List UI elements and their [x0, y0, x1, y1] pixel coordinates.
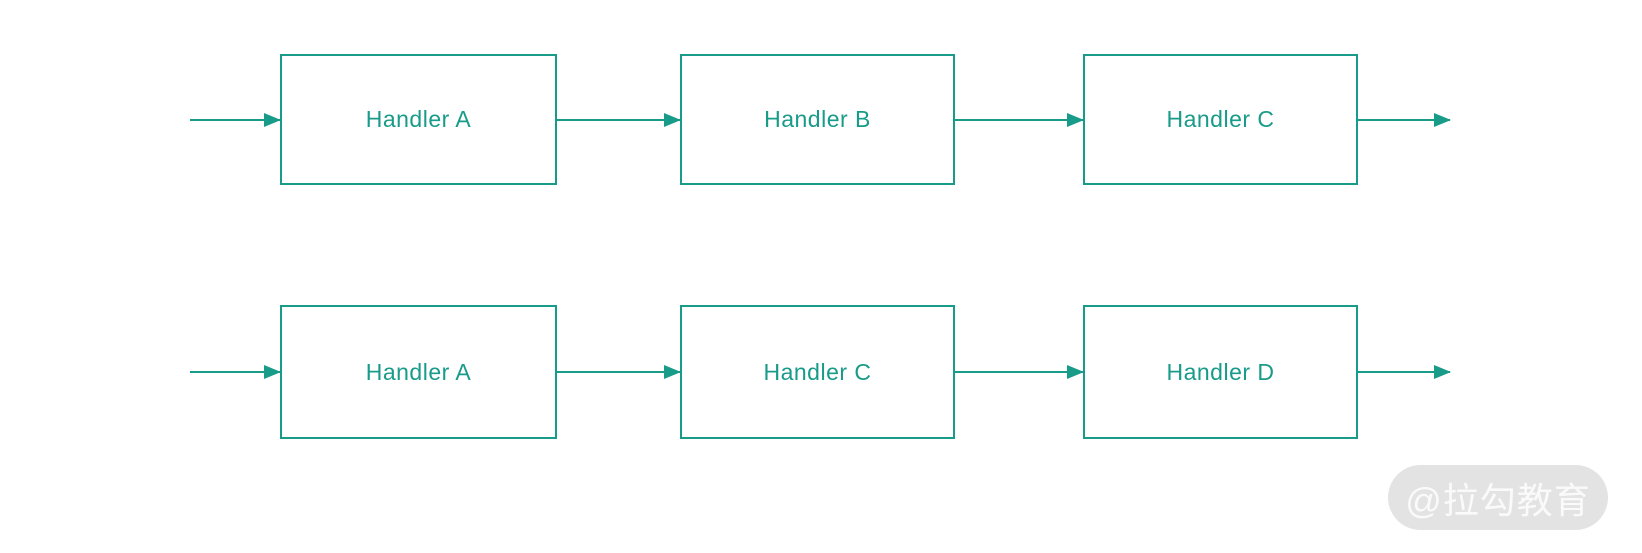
handler-chain-row-1: Handler A Handler B Handler C [190, 54, 1450, 185]
flow-arrow-icon [190, 118, 280, 121]
handler-label: Handler B [764, 106, 871, 132]
handler-box: Handler B [680, 54, 955, 185]
handler-label: Handler A [365, 106, 472, 132]
handler-box: Handler C [1083, 54, 1358, 185]
watermark-badge: @拉勾教育 [1388, 465, 1608, 530]
handler-box: Handler A [280, 305, 557, 439]
flow-arrow-icon [1358, 118, 1450, 121]
flow-arrow-icon [955, 118, 1083, 121]
handler-box: Handler D [1083, 305, 1358, 439]
flow-arrow-icon [190, 371, 280, 373]
handler-label: Handler C [1166, 106, 1275, 132]
flow-arrow-icon [557, 371, 680, 373]
handler-label: Handler A [365, 358, 472, 385]
flow-arrow-icon [955, 371, 1083, 373]
handler-box: Handler A [280, 54, 557, 185]
flow-arrow-icon [1358, 371, 1450, 373]
flow-arrow-icon [557, 118, 680, 121]
handler-label: Handler D [1166, 358, 1275, 385]
handler-chain-row-2: Handler A Handler C Handler D [190, 305, 1450, 439]
handler-label: Handler C [763, 358, 872, 385]
handler-box: Handler C [680, 305, 955, 439]
watermark-text: @拉勾教育 [1405, 479, 1591, 521]
